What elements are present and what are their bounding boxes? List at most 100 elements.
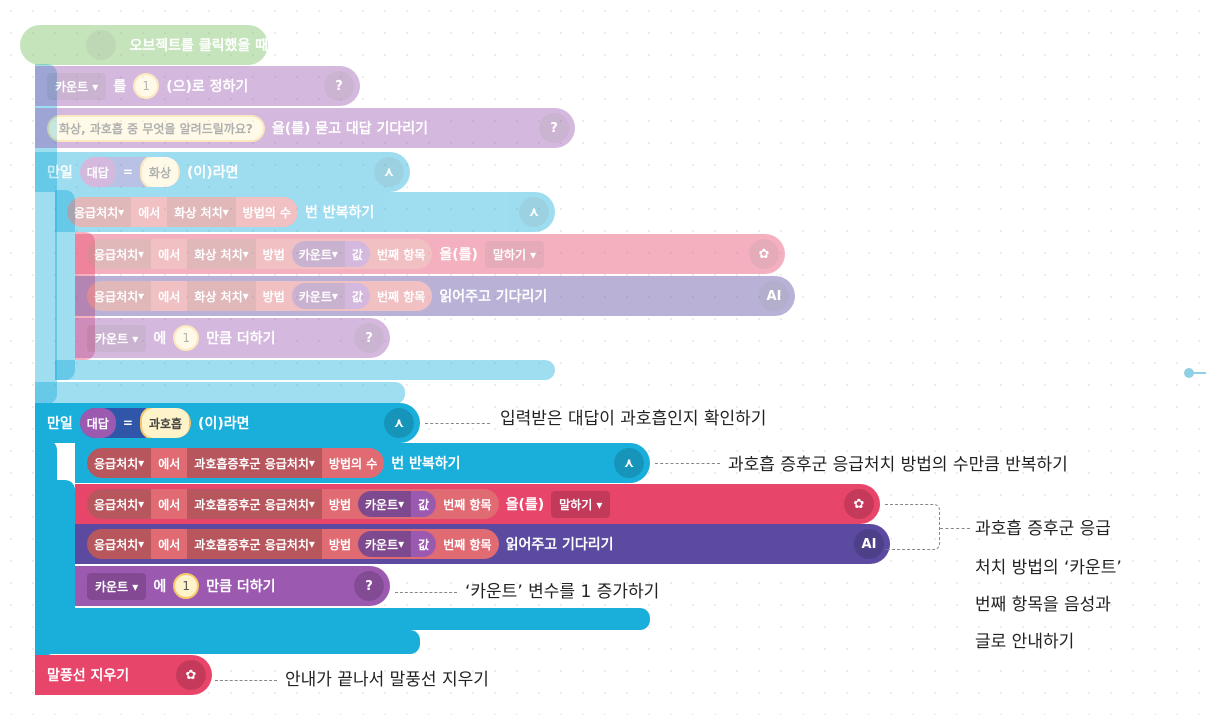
dropdown[interactable]: 응급처치 xyxy=(67,197,132,227)
dropdown[interactable]: 과호흡증후군 응급처치 xyxy=(187,448,322,478)
c-block-arm xyxy=(35,382,405,404)
annotation-text: 입력받은 대답이 과호흡인지 확인하기 xyxy=(500,409,767,429)
block-label: (이)라면 xyxy=(198,416,250,432)
block-label: 번째 항목 xyxy=(376,289,426,304)
block-label: 에 xyxy=(153,579,167,595)
question-icon: ? xyxy=(539,113,569,143)
reporter-block: 응급처치에서과호흡증후군 응급처치방법카운트값번째 항목 xyxy=(87,489,499,519)
block-label: 에서 xyxy=(158,537,181,552)
c-block-arm xyxy=(35,630,420,654)
c-block-arm xyxy=(35,64,57,404)
number-input[interactable]: 1 xyxy=(173,573,200,599)
variable-value-reporter: 카운트 값 xyxy=(358,531,437,557)
dropdown[interactable]: 카운트 xyxy=(87,572,147,600)
dropdown[interactable]: 과호흡증후군 응급처치 xyxy=(187,489,322,519)
dropdown[interactable]: 화상 처치 xyxy=(187,281,256,311)
block-label: 만큼 더하기 xyxy=(206,331,276,347)
block-label: 번째 항목 xyxy=(443,497,492,512)
text-input[interactable]: 화상 xyxy=(139,157,181,187)
annotation-connector xyxy=(940,528,970,529)
number-input[interactable]: 1 xyxy=(133,73,160,99)
block-label: 에 xyxy=(153,331,167,347)
block-label: 에서 xyxy=(158,497,181,512)
dropdown[interactable]: 카운트 xyxy=(358,491,412,517)
branch-icon: ⋏ xyxy=(519,197,549,227)
annotation-connector xyxy=(395,592,457,593)
block-label: 방법 xyxy=(328,497,352,512)
block-label: 방법의 수 xyxy=(242,205,292,220)
dropdown[interactable]: 화상 처치 xyxy=(167,197,236,227)
dropdown[interactable]: 카운트 xyxy=(358,531,412,557)
block-label: (이)라면 xyxy=(187,165,239,181)
block-label: 번째 항목 xyxy=(376,247,426,262)
annotation-bracket xyxy=(885,504,940,550)
annotation-text: 안내가 끝나서 말풍선 지우기 xyxy=(285,670,489,690)
number-input[interactable]: 1 xyxy=(173,325,200,351)
annotation-text: 번째 항목을 음성과 xyxy=(975,595,1111,615)
block-label: 값 xyxy=(351,289,363,304)
block-label: 만일 xyxy=(47,165,73,181)
block-label: 말풍선 지우기 xyxy=(47,668,130,684)
dropdown[interactable]: 카운트 xyxy=(87,324,147,352)
block-label: 에서 xyxy=(158,456,181,471)
reporter-block: 대답 = 과호흡 xyxy=(79,408,192,438)
dropdown[interactable]: 응급처치 xyxy=(87,448,152,478)
block-label: = xyxy=(122,416,133,430)
looks-icon: ✿ xyxy=(749,239,779,269)
looks-icon: ✿ xyxy=(176,660,206,690)
block-label: 번째 항목 xyxy=(443,537,492,552)
ask-and-wait-block[interactable]: 화상, 과호흡 중 무엇을 알려드릴까요?을(를) 묻고 대답 기다리기? xyxy=(35,108,575,148)
dropdown[interactable]: 응급처치 xyxy=(87,281,152,311)
block-label: 방법 xyxy=(262,289,285,304)
block-label: 번 반복하기 xyxy=(391,456,461,472)
block-label: 에서 xyxy=(158,247,181,262)
if-block[interactable]: 만일 대답 = 과호흡 (이)라면 ⋏ xyxy=(35,403,420,443)
speak-block[interactable]: 응급처치에서화상 처치방법카운트값번째 항목을(를)말하기✿ xyxy=(75,234,785,274)
annotation-text: 과호흡 증후군 응급처치 방법의 수만큼 반복하기 xyxy=(728,455,1068,475)
dropdown[interactable]: 응급처치 xyxy=(87,489,152,519)
set-variable-block[interactable]: 카운트를1(으)로 정하기? xyxy=(35,66,360,106)
dropdown[interactable]: 응급처치 xyxy=(87,239,152,269)
reporter-block: 응급처치에서과호흡증후군 응급처치방법카운트값번째 항목 xyxy=(87,529,499,559)
text-input[interactable]: 과호흡 xyxy=(139,408,192,438)
branch-icon: ⋏ xyxy=(384,408,414,438)
c-block-arm xyxy=(35,440,57,655)
dropdown[interactable]: 카운트 xyxy=(47,72,107,100)
scroll-handle[interactable] xyxy=(1184,368,1194,378)
speak-block[interactable]: 응급처치에서과호흡증후군 응급처치방법카운트값번째 항목을(를)말하기✿ xyxy=(75,484,880,524)
c-block-arm xyxy=(55,608,650,630)
dropdown[interactable]: 과호흡증후군 응급처치 xyxy=(187,529,322,559)
block-label: 만큼 더하기 xyxy=(206,579,276,595)
answer-reporter: 대답 xyxy=(79,408,116,438)
change-variable-block[interactable]: 카운트에1만큼 더하기? xyxy=(75,566,390,606)
dropdown[interactable]: 말하기 xyxy=(551,490,611,518)
text-input[interactable]: 화상, 과호흡 중 무엇을 알려드릴까요? xyxy=(47,114,265,142)
annotation-text: 처치 방법의 ‘카운트’ xyxy=(975,558,1122,578)
remove-speech-bubble-block[interactable]: 말풍선 지우기 ✿ xyxy=(35,655,212,695)
dropdown[interactable]: 말하기 xyxy=(484,240,545,268)
annotation-connector xyxy=(425,423,490,424)
dropdown[interactable]: 화상 처치 xyxy=(187,239,256,269)
variable-value-reporter: 카운트값 xyxy=(291,241,370,267)
dropdown[interactable]: 카운트 xyxy=(291,241,345,267)
block-label: 읽어주고 기다리기 xyxy=(505,537,614,553)
block-label: 을(를) xyxy=(439,247,478,263)
dropdown[interactable]: 응급처치 xyxy=(87,529,152,559)
ai-icon: AI xyxy=(759,281,789,311)
when-object-clicked-block[interactable]: 오브젝트를 클릭했을 때 xyxy=(20,25,268,65)
reporter-block: 대답=화상 xyxy=(79,157,181,187)
c-block-arm xyxy=(55,480,75,630)
c-block-arm xyxy=(55,360,555,380)
block-label: 만일 xyxy=(47,416,73,432)
annotation-text: 글로 안내하기 xyxy=(975,632,1075,652)
block-label: 값 xyxy=(418,537,430,552)
looks-icon: ✿ xyxy=(844,489,874,519)
change-variable-block[interactable]: 카운트에1만큼 더하기? xyxy=(75,318,390,358)
dropdown[interactable]: 카운트 xyxy=(291,283,345,309)
